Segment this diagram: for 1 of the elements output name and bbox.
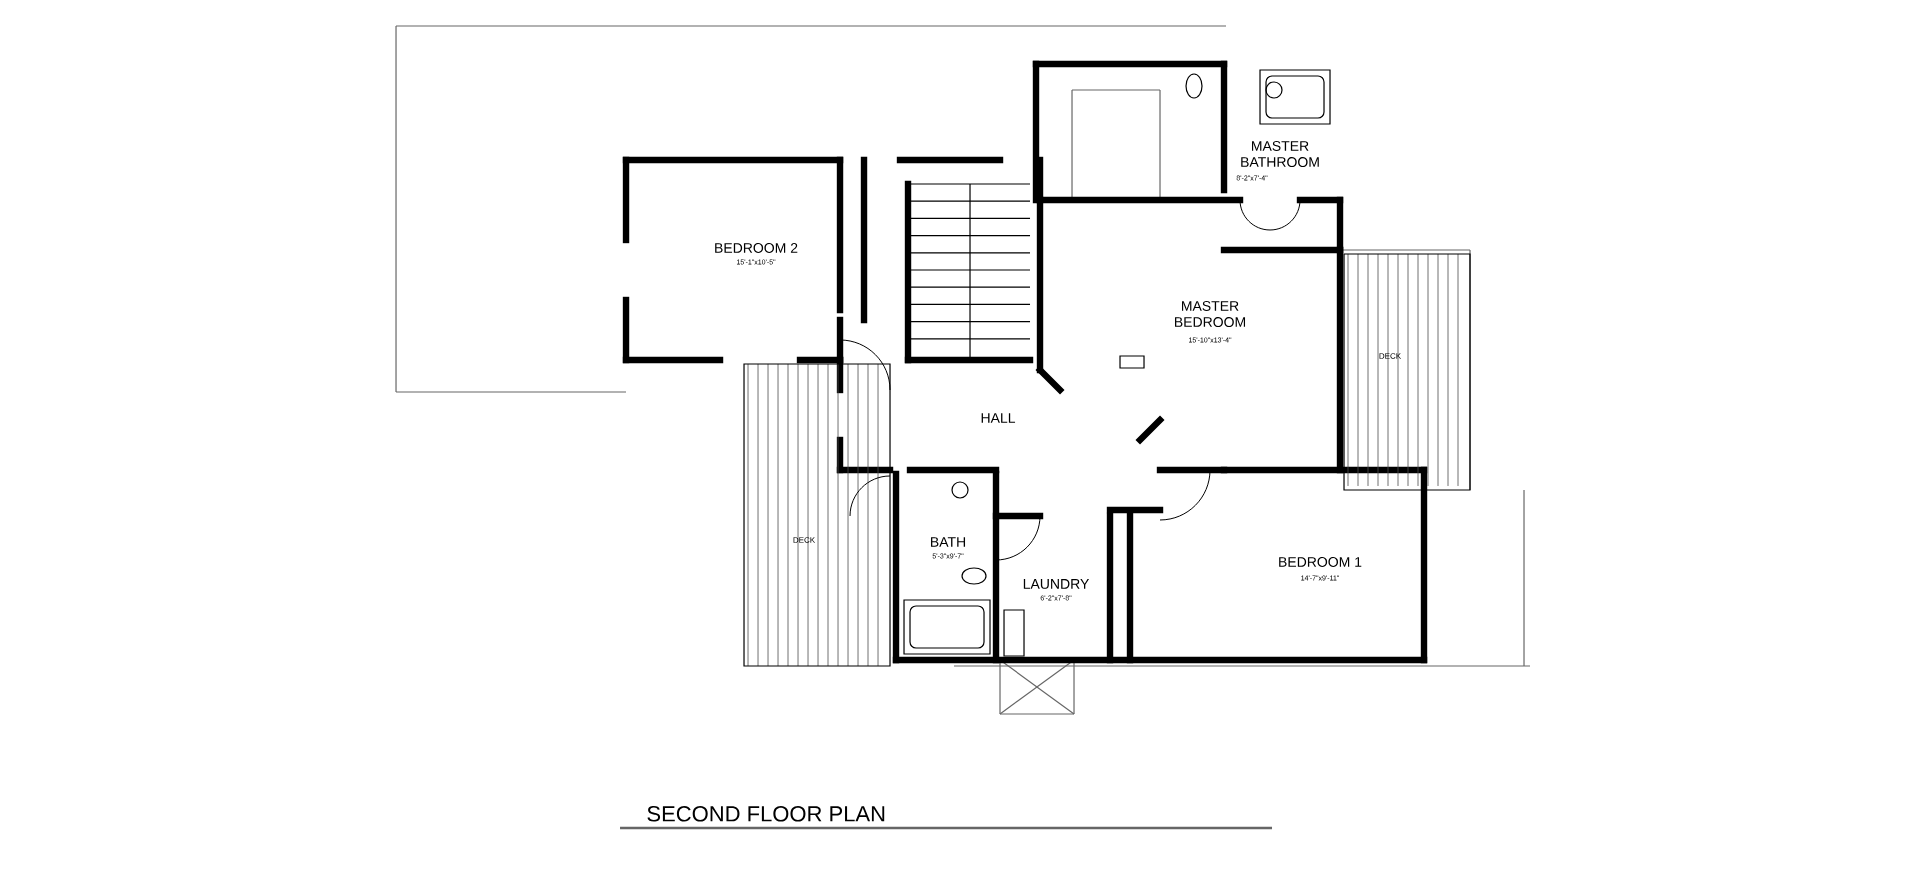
title: SECOND FLOOR PLAN [647, 806, 885, 822]
